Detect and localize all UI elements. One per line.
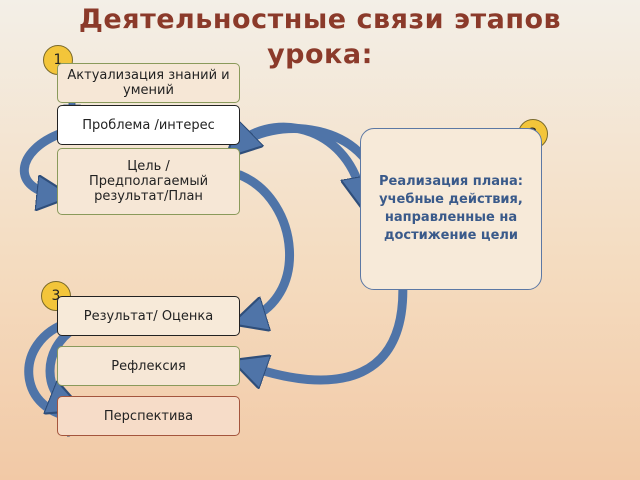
- arrow-problem-to-goal: [19, 128, 62, 195]
- box-reflection: Рефлексия: [57, 346, 240, 386]
- box-goal: Цель / Предполагаемый результат/План: [57, 148, 240, 215]
- box-result: Результат/ Оценка: [57, 296, 240, 336]
- slide-title: Деятельностные связи этапов урока:: [0, 2, 640, 72]
- arrow-realization-to-reflection: [245, 250, 408, 380]
- box-realization: Реализация плана: учебные действия, напр…: [360, 128, 542, 290]
- arrow-goal-to-result: [240, 170, 294, 320]
- title-line-1: Деятельностные связи этапов: [78, 4, 562, 35]
- box-perspective: Перспектива: [57, 396, 240, 436]
- box-problem: Проблема /интерес: [57, 105, 240, 145]
- box-actualization: Актуализация знаний и умений: [57, 63, 240, 103]
- title-line-2: урока:: [267, 39, 373, 70]
